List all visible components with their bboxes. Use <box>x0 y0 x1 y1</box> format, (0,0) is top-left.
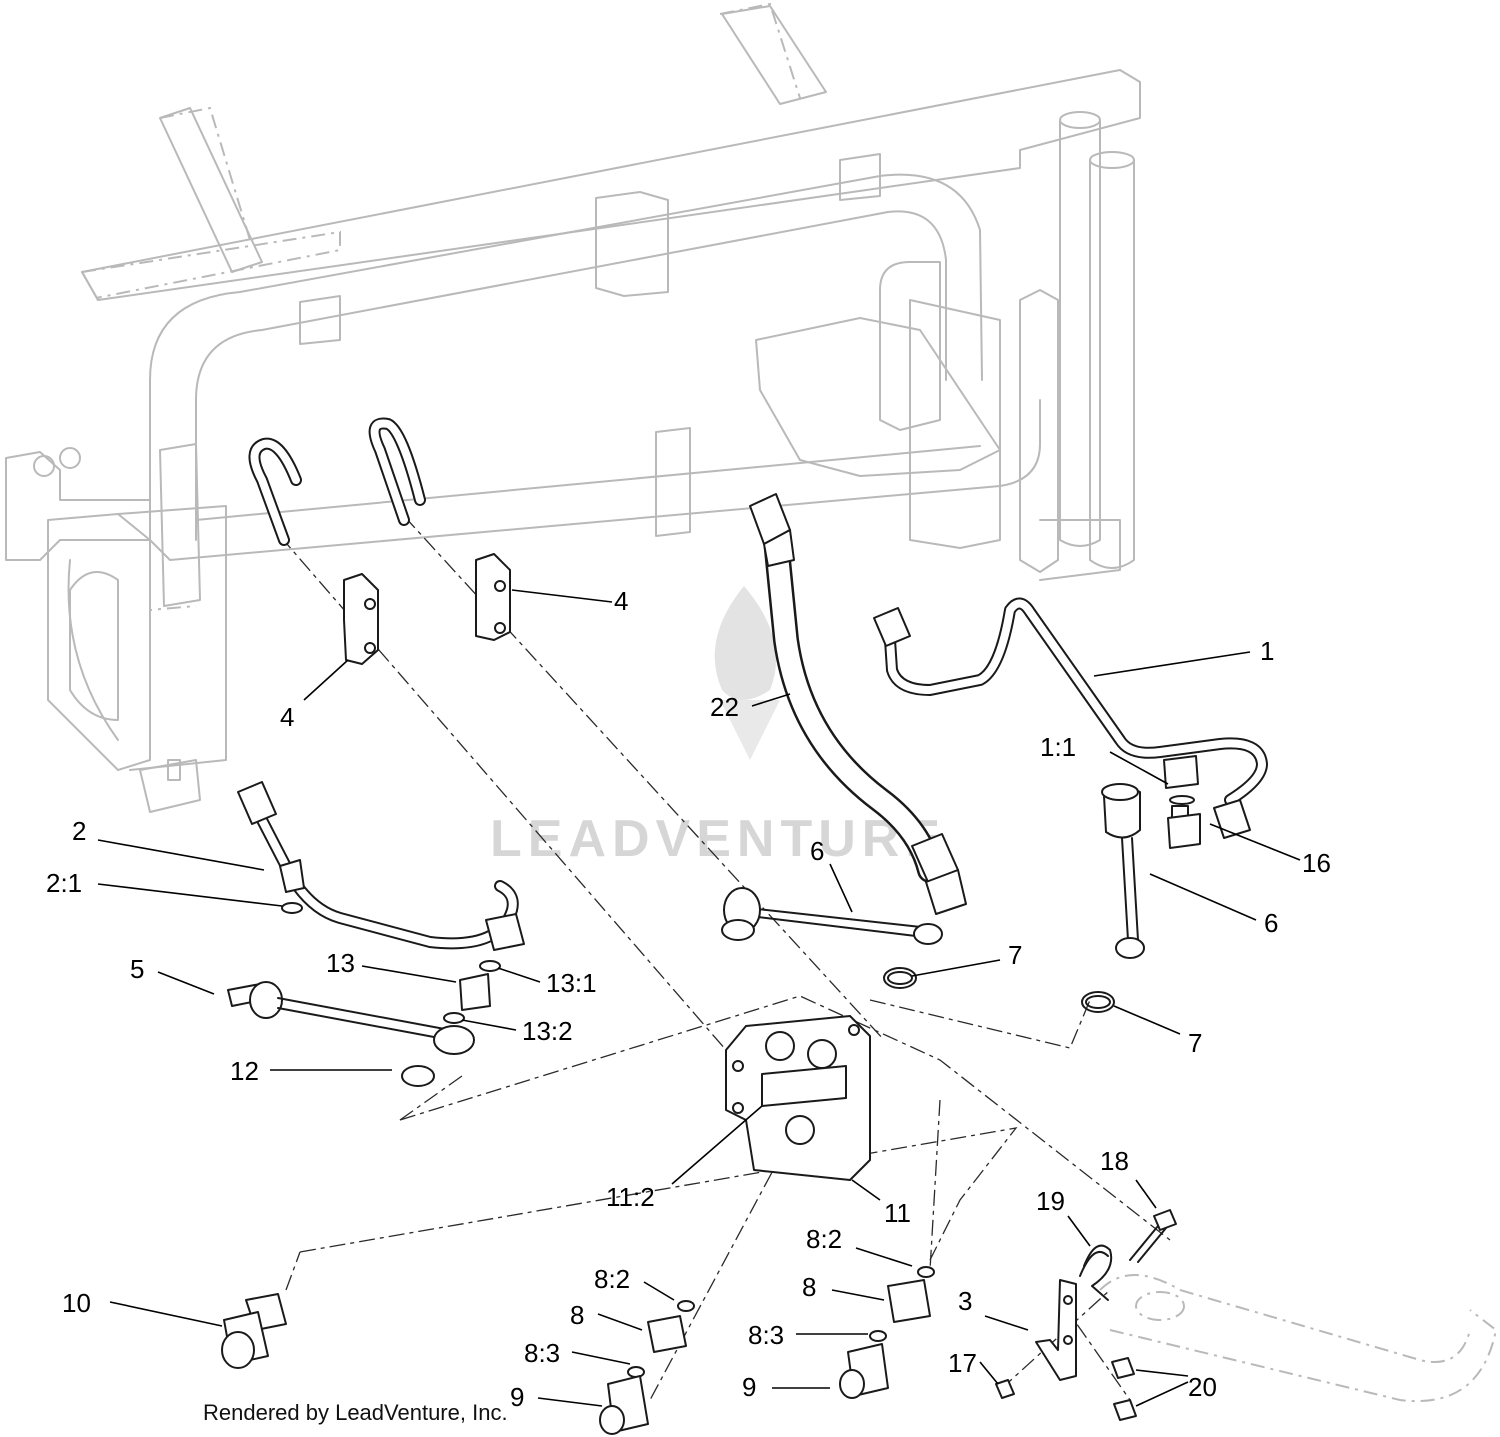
callout-20: 20 <box>1188 1372 1217 1402</box>
callout-1: 1 <box>1260 636 1274 666</box>
bracket-4-right <box>475 553 511 641</box>
nuts-20 <box>1111 1357 1137 1421</box>
plug-5 <box>227 981 475 1055</box>
leader-lines <box>97 589 1301 1407</box>
callout-11-2: 11:2 <box>606 1182 655 1212</box>
snap-ring-7-center <box>883 967 917 989</box>
u-bolt-left <box>248 437 302 546</box>
callout-1-1: 1:1 <box>1040 732 1076 762</box>
hydraulic-tube-2 <box>237 781 525 951</box>
bracket-4-left <box>343 573 379 665</box>
callout-13-1: 13:1 <box>546 968 597 998</box>
callout-18: 18 <box>1100 1146 1129 1176</box>
callout-4-left: 4 <box>280 702 294 732</box>
callout-9-right: 9 <box>742 1372 756 1402</box>
fitting-stack-right <box>839 1266 935 1399</box>
snap-ring-12 <box>401 1065 435 1087</box>
callout-8-2-right: 8:2 <box>806 1224 842 1254</box>
hydraulic-tube-1 <box>873 597 1268 839</box>
callout-17: 17 <box>948 1348 977 1378</box>
callout-labels: 1 1:1 2 2:1 3 4 4 5 6 6 7 7 8 8 8:2 8:2 … <box>46 586 1331 1412</box>
callout-8-left: 8 <box>570 1300 584 1330</box>
callout-22: 22 <box>710 692 739 722</box>
callout-6-center: 6 <box>810 836 824 866</box>
callout-13: 13 <box>326 948 355 978</box>
callout-10: 10 <box>62 1288 91 1318</box>
callout-16: 16 <box>1302 848 1331 878</box>
hydraulic-hose-22 <box>749 493 967 915</box>
clamp-19 <box>1079 1244 1113 1301</box>
callout-7-right: 7 <box>1188 1028 1202 1058</box>
callout-8-3-left: 8:3 <box>524 1338 560 1368</box>
u-bolt-right <box>368 417 426 526</box>
snap-ring-7-right <box>1081 991 1115 1013</box>
callout-2: 2 <box>72 816 86 846</box>
callout-3: 3 <box>958 1286 972 1316</box>
callout-11: 11 <box>884 1198 911 1228</box>
cap-6-center <box>721 887 943 945</box>
fitting-13 <box>443 960 501 1024</box>
render-credit: Rendered by LeadVenture, Inc. <box>203 1400 508 1425</box>
adapter-16 <box>1167 805 1201 849</box>
callout-7-center: 7 <box>1008 940 1022 970</box>
o-ring-2-1 <box>281 902 303 914</box>
callout-12: 12 <box>230 1056 259 1086</box>
callout-19: 19 <box>1036 1186 1065 1216</box>
callout-4-right: 4 <box>614 586 628 616</box>
callout-8-3-right: 8:3 <box>748 1320 784 1350</box>
callout-2-1: 2:1 <box>46 868 82 898</box>
callout-5: 5 <box>130 954 144 984</box>
callout-8-2-left: 8:2 <box>594 1264 630 1294</box>
callout-6-right: 6 <box>1264 908 1278 938</box>
watermark-text: LEADVENTURE <box>490 810 946 868</box>
cap-6-right <box>1101 783 1145 959</box>
bracket-3 <box>1035 1279 1077 1381</box>
o-ring-1-1 <box>1169 795 1195 805</box>
callout-9-left: 9 <box>510 1382 524 1412</box>
decal-11-2 <box>761 1065 847 1107</box>
mower-frame <box>5 2 1498 1403</box>
bolt-18 <box>1129 1209 1177 1263</box>
callout-8-right: 8 <box>802 1272 816 1302</box>
coupler-10 <box>221 1293 287 1369</box>
watermark: LEADVENTURE <box>490 586 946 868</box>
callout-13-2: 13:2 <box>522 1016 573 1046</box>
fitting-stack-left <box>599 1300 695 1435</box>
nut-17 <box>995 1379 1015 1399</box>
